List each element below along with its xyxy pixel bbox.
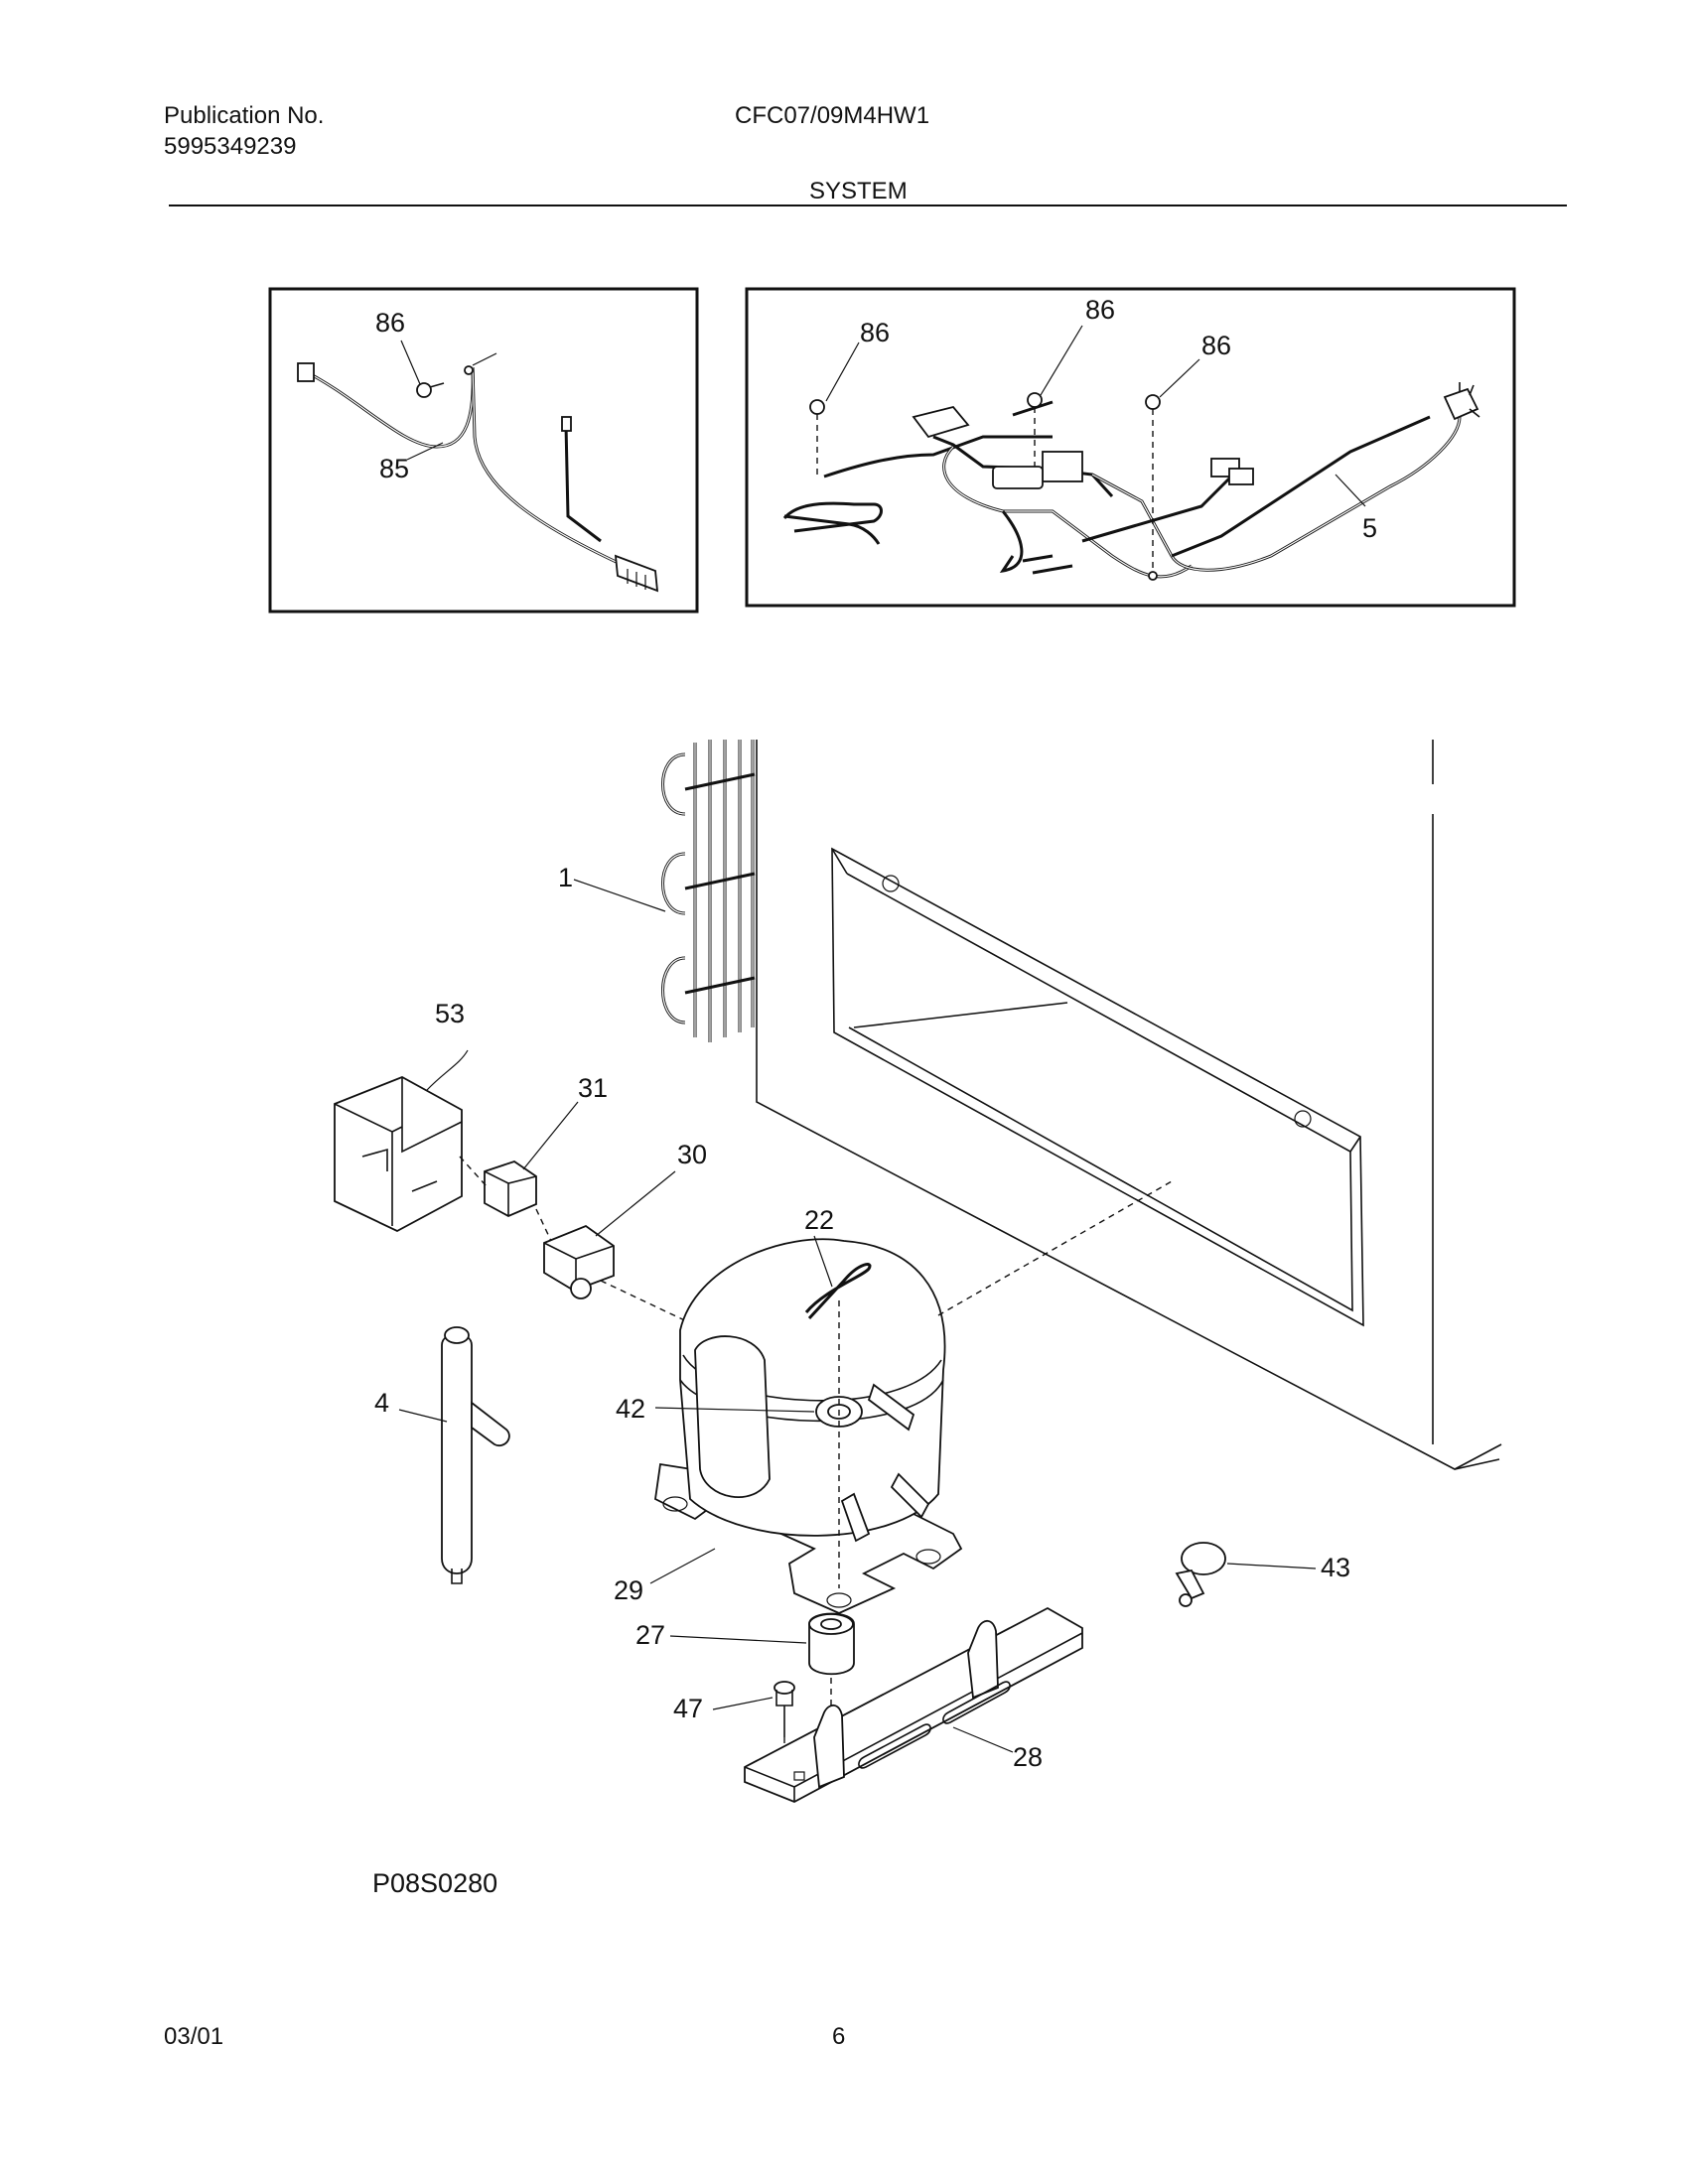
relay: 31: [459, 1073, 608, 1217]
grommet: 27: [635, 1612, 855, 1747]
wiring-inset-right: 86 86 86 5: [745, 287, 1516, 608]
callout-53: 53: [435, 999, 465, 1028]
callout-5: 5: [1362, 513, 1377, 543]
callout-29: 29: [614, 1575, 643, 1605]
wiring-inset-left: 86 85: [268, 287, 699, 614]
header-rule: [169, 205, 1567, 206]
callout-85: 85: [379, 454, 409, 483]
overload-protector: 30: [535, 1140, 707, 1326]
publication-label: Publication No.: [164, 102, 325, 129]
tubing-clamp: 43: [1175, 1542, 1350, 1607]
model-number: CFC07/09M4HW1: [735, 102, 930, 129]
footer-date: 03/01: [164, 2023, 224, 2050]
callout-28: 28: [1013, 1742, 1043, 1772]
callout-86-middle: 86: [1085, 295, 1115, 325]
callout-42: 42: [616, 1394, 645, 1424]
callout-30: 30: [677, 1140, 707, 1169]
bolt-22: 22: [804, 1205, 872, 1588]
compressor-base-rail: 28: [744, 1606, 1083, 1803]
cabinet-outline: [756, 740, 1502, 1470]
publication-number: 5995349239: [164, 133, 297, 160]
callout-47: 47: [673, 1694, 703, 1723]
diagram-code: P08S0280: [372, 1868, 498, 1898]
power-plug-icon: [1443, 382, 1480, 421]
callout-86-left: 86: [860, 318, 890, 347]
callout-43: 43: [1321, 1553, 1350, 1582]
callout-22: 22: [804, 1205, 834, 1235]
callout-4: 4: [374, 1388, 389, 1418]
callout-86-right: 86: [1201, 331, 1231, 360]
section-title: SYSTEM: [809, 178, 908, 205]
page-number: 6: [832, 2023, 846, 2050]
callout-31: 31: [578, 1073, 608, 1103]
callout-1: 1: [558, 863, 573, 892]
filter-drier: 4: [374, 1326, 510, 1584]
condenser-coil: 1: [558, 740, 756, 1042]
relay-cover: 53: [334, 999, 469, 1233]
screw-icon: [416, 382, 445, 398]
callout-27: 27: [635, 1620, 665, 1650]
callout-86: 86: [375, 308, 405, 338]
compressor: 29: [614, 1180, 1173, 1614]
